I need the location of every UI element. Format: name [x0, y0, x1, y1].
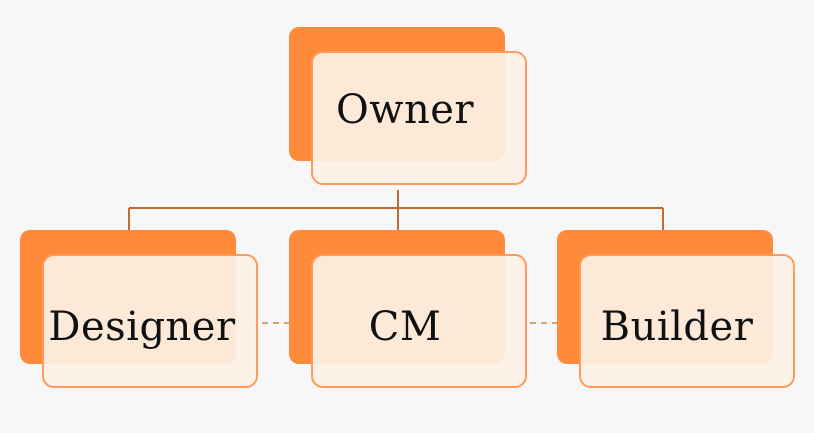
- cm-label: CM: [368, 304, 442, 350]
- owner-node: Owner: [289, 27, 529, 189]
- cm-node: CM: [289, 230, 529, 392]
- builder-node-card: Builder: [579, 254, 795, 388]
- cm-node-card: CM: [311, 254, 527, 388]
- designer-label: Designer: [48, 304, 236, 350]
- builder-node: Builder: [557, 230, 797, 392]
- designer-node-card: Designer: [42, 254, 258, 388]
- owner-node-card: Owner: [311, 51, 527, 185]
- owner-label: Owner: [335, 87, 475, 133]
- designer-node: Designer: [20, 230, 260, 392]
- builder-label: Builder: [600, 304, 754, 350]
